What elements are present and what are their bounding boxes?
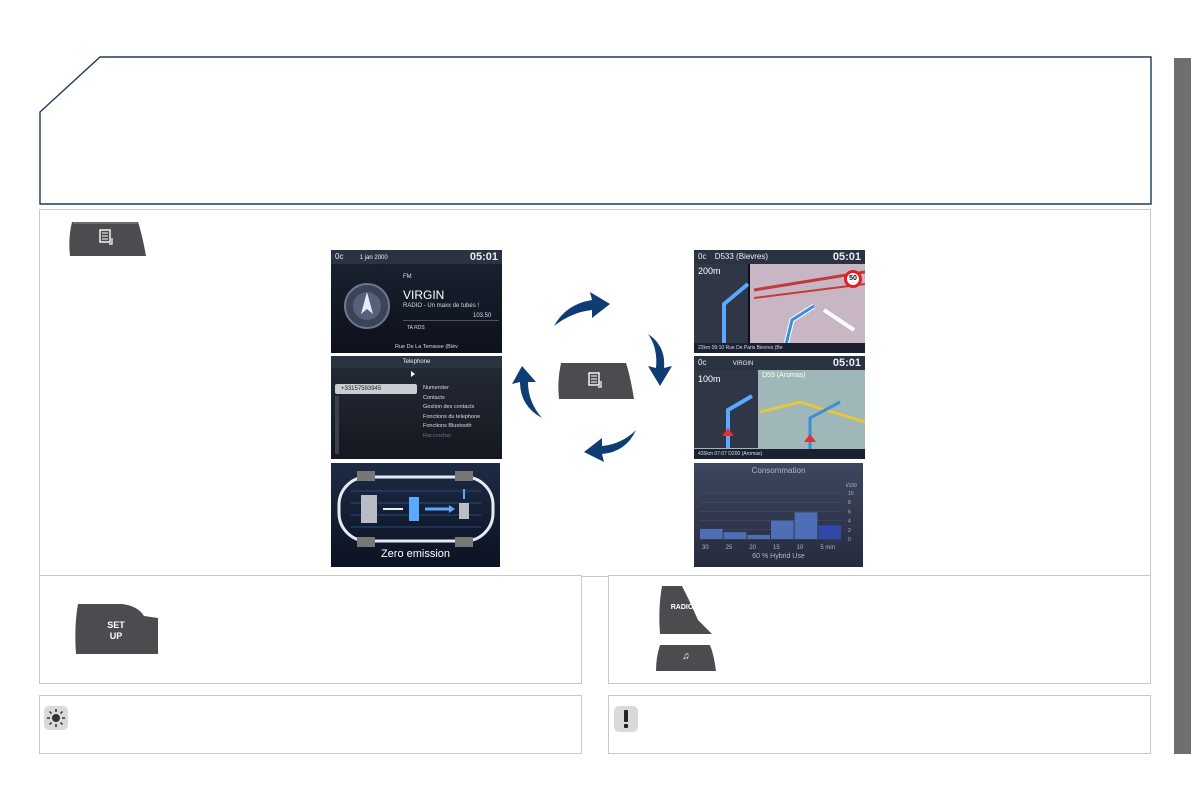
mode-button-center[interactable] — [556, 361, 636, 401]
energy-caption: Zero emission — [380, 548, 451, 560]
nav-status-bar: 0c D533 (Bievres) 05:01 — [694, 250, 865, 264]
scrollbar[interactable] — [335, 396, 339, 454]
x-tick-label: 15 — [773, 545, 780, 551]
telephone-menu-item[interactable]: Contacts — [423, 394, 445, 401]
chart-title: Consommation — [751, 466, 806, 475]
navigation-split-screen: 0c VIRGIN 05:01 100m D59 (Aromas) 435km … — [694, 356, 865, 459]
nav-footer: 22km 09:10 Rue De Paris Bievres (Be — [694, 343, 865, 353]
cycle-arrow-right-icon — [648, 334, 672, 386]
temperature: 0c — [698, 358, 707, 367]
tip-panel — [39, 695, 582, 754]
date: 1 jan 2000 — [359, 255, 388, 261]
compass-icon — [344, 283, 390, 329]
chart-bar — [794, 512, 818, 539]
chart-bar — [818, 525, 841, 539]
energy-flow-screen: Zero emission — [331, 463, 500, 567]
clock: 05:01 — [832, 357, 861, 369]
radio-screen: 0c 1 jan 2000 05:01 FM VIRGIN RADIO - Un… — [331, 250, 502, 353]
x-tick-label: 10 — [797, 545, 804, 551]
play-icon — [411, 371, 415, 377]
divider — [403, 320, 499, 321]
rds-text: RADIO - Un maxx de tubes ! — [403, 303, 480, 309]
music-note-icon: ♫ — [682, 651, 690, 662]
road-name: D533 (Bievres) — [714, 252, 769, 261]
navigation-map-screen: 0c D533 (Bievres) 05:01 200m 50 22km 09:… — [694, 250, 865, 353]
frequency: 103.50 — [473, 313, 492, 319]
chart-unit: l/100 — [846, 483, 857, 489]
telephone-menu-item[interactable]: Fonctions Bluetooth — [423, 423, 472, 429]
turn-distance: 100m — [698, 374, 721, 384]
x-tick-label: 20 — [749, 545, 756, 551]
telephone-menu-item[interactable]: Gestion des contacts — [423, 404, 475, 410]
warning-panel — [608, 695, 1151, 754]
ta-rds: TA RDS — [407, 325, 425, 331]
telephone-menu-item[interactable]: Fonctions du telephone — [423, 413, 481, 420]
y-tick-label: 4 — [848, 519, 851, 525]
media-button[interactable]: ♫ — [654, 643, 718, 673]
clock: 05:01 — [469, 251, 498, 263]
y-tick-label: 8 — [848, 500, 851, 506]
junction-view — [694, 370, 758, 448]
y-tick-label: 2 — [848, 528, 851, 534]
junction-view — [694, 264, 750, 344]
map-view — [760, 400, 865, 450]
telephone-menu-item[interactable]: Raccrocher — [423, 432, 452, 439]
y-tick-label: 0 — [848, 537, 851, 543]
setup-label-line2: UP — [109, 631, 123, 641]
setup-label-line1: SET — [107, 620, 125, 630]
car-outline-icon — [337, 471, 495, 547]
mode-button[interactable] — [66, 220, 148, 258]
y-tick-label: 10 — [848, 491, 854, 497]
temperature: 0c — [698, 252, 707, 261]
telephone-menu-item[interactable]: Numeroter — [423, 385, 449, 391]
station-name: VIRGIN — [403, 288, 445, 302]
x-tick-label: 5 min — [820, 545, 835, 551]
header-frame — [39, 56, 1152, 205]
x-tick-label: 30 — [702, 545, 709, 551]
setup-button[interactable]: SET UP — [72, 602, 160, 656]
nav-split-status-bar: 0c VIRGIN 05:01 — [694, 356, 865, 370]
radio-button[interactable]: RADIO — [656, 584, 714, 636]
exclamation-icon — [614, 706, 638, 732]
chart-bar — [771, 520, 794, 539]
clock: 05:01 — [832, 251, 861, 263]
radio-label: RADIO — [670, 604, 694, 611]
road-name: D59 (Aromas) — [762, 372, 806, 379]
chart-bar — [723, 532, 747, 539]
chart-bar — [747, 534, 770, 539]
lightbulb-icon — [44, 706, 68, 730]
y-tick-label: 6 — [848, 509, 851, 515]
mode-screen-icon — [588, 372, 602, 388]
street-name: Rue De La Terrasse (Bièv — [395, 344, 458, 350]
side-band — [1174, 58, 1191, 754]
setup-panel — [39, 575, 582, 684]
cycle-arrow-bottom-icon — [584, 430, 636, 462]
hybrid-use-label: 60 % Hybrid Use — [752, 553, 805, 560]
turn-distance: 200m — [698, 266, 721, 276]
display-modes-panel — [39, 209, 1151, 577]
cycle-arrow-top-icon — [554, 292, 610, 326]
chart-bar — [700, 528, 723, 539]
nav-footer: 435km 07:07 D200 (Aromas) — [694, 449, 865, 459]
station-name: VIRGIN — [732, 361, 754, 367]
cycle-arrow-left-icon — [512, 366, 542, 418]
telephone-title: Telephone — [331, 356, 502, 368]
temperature: 0c — [335, 252, 344, 261]
speed-limit-sign: 50 — [844, 270, 862, 288]
phone-number[interactable]: +33157593945 — [335, 384, 417, 394]
radio-status-bar: 0c 1 jan 2000 05:01 — [331, 250, 502, 264]
mode-screen-icon — [99, 229, 113, 245]
x-tick-label: 25 — [726, 545, 733, 551]
band: FM — [403, 274, 412, 280]
